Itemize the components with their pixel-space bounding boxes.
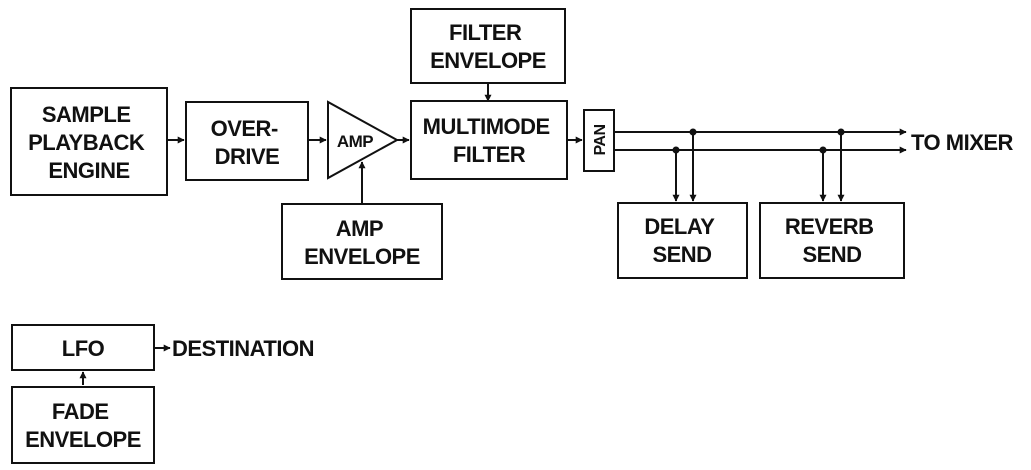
junction-dots [672,128,845,154]
block-label-line: FILTER [449,20,522,45]
junction-reverb-lower [819,146,827,154]
block-label-line: OVER- [211,116,278,141]
reverb-send-block: REVERB SEND [759,202,905,279]
svg-text:REVERB SEND: REVERB SEND [785,214,879,267]
block-label-line: FILTER [453,142,526,167]
destination-label: DESTINATION [172,336,314,361]
block-label-line: SEND [652,242,711,267]
lfo-label: LFO [62,336,105,361]
block-label-line: ENVELOPE [304,244,420,269]
svg-text:FILTER ENVELOPE: FILTER ENVELOPE [430,20,546,73]
junction-delay-lower [672,146,680,154]
amp-block: AMP [327,100,400,180]
delay-send-block: DELAY SEND [617,202,748,279]
block-label-line: MULTIMODE [423,114,550,139]
block-label-line: DELAY [644,214,715,239]
block-label-line: ENVELOPE [25,427,141,452]
block-label-line: SAMPLE [42,102,131,127]
amp-label: AMP [337,132,373,151]
block-label-line: AMP [336,216,383,241]
svg-text:DELAY SEND: DELAY SEND [644,214,719,267]
svg-text:AMP ENVELOPE: AMP ENVELOPE [304,216,420,269]
fade-envelope-block: FADE ENVELOPE [11,386,155,464]
block-label-line: SEND [802,242,861,267]
overdrive-block: OVER- DRIVE [185,101,309,181]
svg-text:MULTIMODE FILTER: MULTIMODE FILTER [423,114,556,167]
block-label-line: ENGINE [48,158,129,183]
junction-delay-upper [689,128,697,136]
sample-playback-engine-block: SAMPLE PLAYBACK ENGINE [10,87,168,196]
svg-text:SAMPLE PLAYBACK EN: SAMPLE PLAYBACK ENGINE [28,102,150,183]
block-label-line: FADE [52,399,109,424]
signal-wires [79,83,907,385]
block-label-line: PLAYBACK [28,130,145,155]
to-mixer-label: TO MIXER [911,130,1014,155]
svg-text:OVER- DRIVE: OVER- DRIVE [211,116,284,169]
block-label-line: ENVELOPE [430,48,546,73]
multimode-filter-block: MULTIMODE FILTER [410,100,568,180]
block-label-line: DRIVE [215,144,280,169]
block-label-line: REVERB [785,214,874,239]
lfo-block: LFO [11,324,155,371]
junction-reverb-upper [837,128,845,136]
pan-label: PAN [592,124,609,155]
filter-envelope-block: FILTER ENVELOPE [410,8,566,84]
pan-block: PAN [583,109,615,172]
amp-envelope-block: AMP ENVELOPE [281,203,443,280]
svg-text:FADE ENVELOPE: FADE ENVELOPE [25,399,141,452]
